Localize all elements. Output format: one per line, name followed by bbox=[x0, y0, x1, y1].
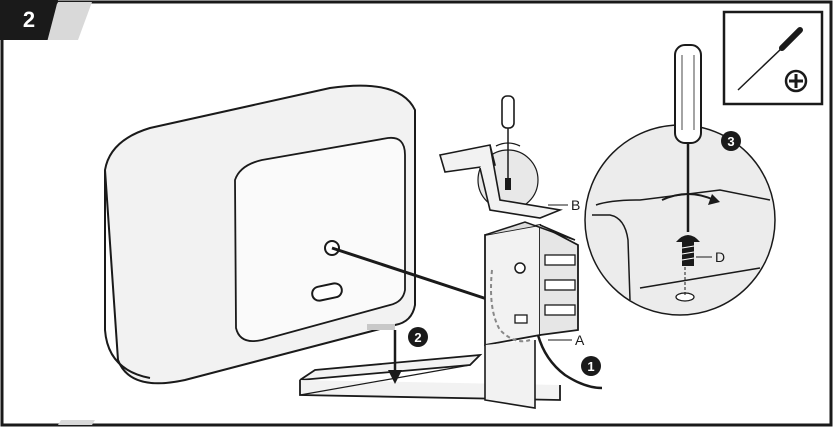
large-screwdriver-handle bbox=[674, 44, 702, 144]
slide-down-arrow bbox=[367, 324, 402, 384]
cable bbox=[536, 334, 603, 390]
callout-1: 1 bbox=[587, 359, 594, 374]
bottom-wedge bbox=[58, 420, 95, 425]
step-number-badge: 2 bbox=[0, 0, 58, 40]
label-B: B bbox=[571, 197, 580, 213]
label-A: A bbox=[575, 332, 585, 348]
speaker-cabinet bbox=[103, 84, 416, 385]
small-screwdriver bbox=[501, 95, 515, 129]
clip-detail bbox=[438, 95, 563, 219]
callout-3-circle bbox=[721, 131, 741, 151]
mount-wire bbox=[331, 246, 491, 302]
wall-bracket bbox=[484, 221, 579, 409]
callout-2-circle bbox=[408, 327, 428, 347]
callout-3: 3 bbox=[727, 134, 734, 149]
phillips-plus-icon bbox=[784, 69, 808, 93]
magnified-detail bbox=[584, 44, 776, 316]
callout-1-circle bbox=[581, 356, 601, 376]
badge-wedge bbox=[44, 2, 92, 40]
callout-2: 2 bbox=[414, 330, 421, 345]
phillips-screwdriver-icon bbox=[737, 27, 803, 91]
label-D: D bbox=[715, 249, 725, 265]
speaker-handle-slot bbox=[311, 282, 343, 302]
